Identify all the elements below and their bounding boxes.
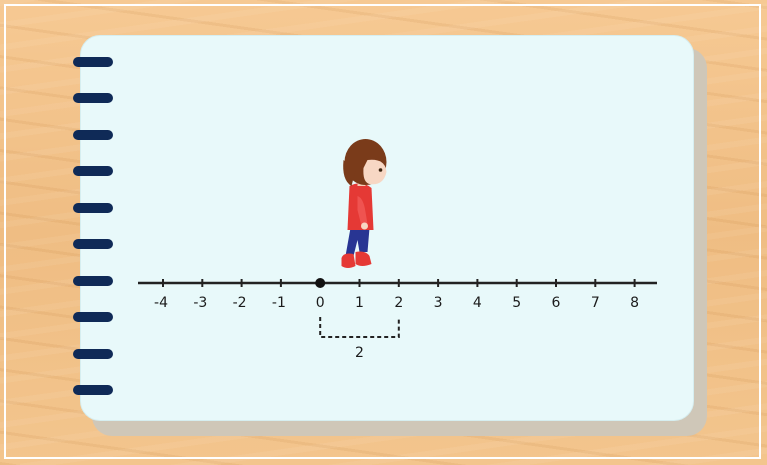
tick-label: 0	[315, 295, 325, 311]
boy-hand	[361, 222, 368, 230]
binding-ring	[73, 385, 113, 395]
tick-label: 6	[551, 295, 561, 311]
binding-ring	[73, 203, 113, 213]
tick-label: 1	[355, 295, 364, 311]
binding-ring	[73, 57, 113, 67]
boy-character	[341, 139, 387, 268]
boy-shoe-back	[341, 253, 356, 268]
boy-face	[363, 159, 387, 185]
tick-label: 8	[630, 295, 640, 311]
tick-label: 3	[433, 295, 443, 311]
tick-label: 7	[590, 295, 600, 311]
binding-ring	[73, 239, 113, 249]
binding-ring	[73, 166, 113, 176]
tick-label: 2	[394, 295, 404, 311]
boy-eye	[378, 168, 383, 172]
binding-ring	[73, 349, 113, 359]
binding-ring	[73, 130, 113, 140]
distance-bracket	[319, 317, 400, 338]
tick-label: 4	[472, 295, 482, 311]
marked-point-dot	[315, 278, 326, 288]
boy-arm	[357, 196, 368, 226]
tick-label: -4	[154, 295, 168, 311]
binding-ring	[73, 276, 113, 286]
binding-ring	[73, 312, 113, 322]
image-border	[4, 4, 761, 459]
boy-pants	[345, 228, 370, 256]
distance-label: 2	[355, 345, 364, 361]
notebook-page	[80, 35, 694, 421]
tick-label: 5	[512, 295, 522, 311]
tick-label: -1	[271, 295, 286, 311]
tick-label: -2	[232, 295, 247, 311]
tick-label: -3	[193, 295, 208, 311]
boy-hair-back	[343, 160, 356, 186]
binding-ring	[73, 93, 113, 103]
boy-shoe-front	[355, 251, 372, 266]
